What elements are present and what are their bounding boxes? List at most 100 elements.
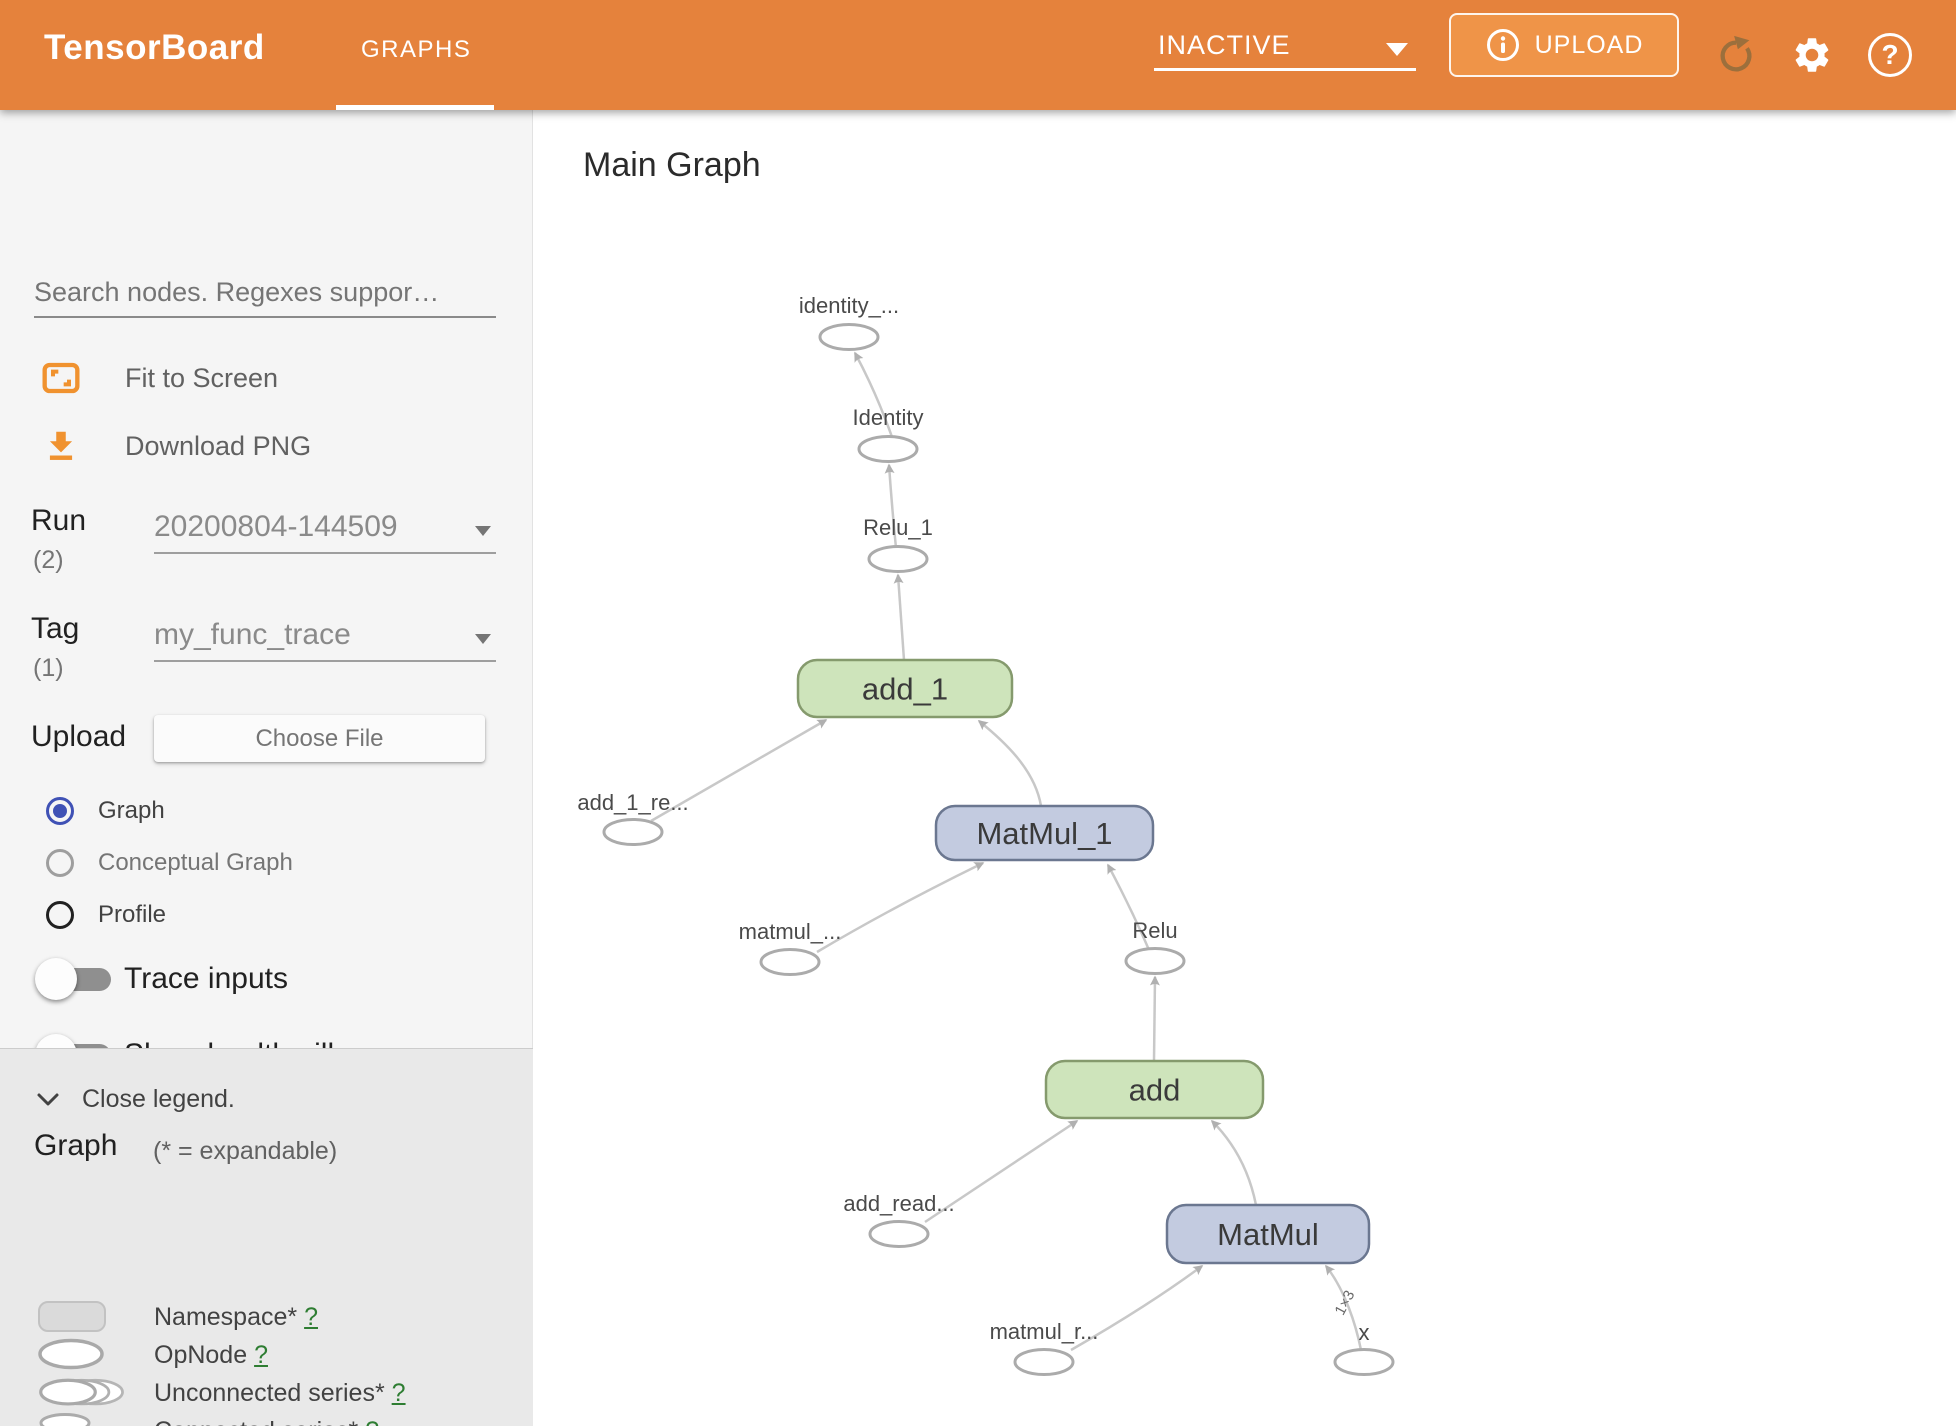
svg-text:add_read...: add_read... [843,1191,954,1216]
graph-edge [1210,1119,1258,1206]
legend-item-opnode: OpNode ? [0,1335,533,1375]
graph-node-add_1[interactable]: add_1 [796,658,1014,719]
chevron-down-icon [37,1093,59,1105]
connected-series-icon [38,1411,138,1426]
run-status-dropdown[interactable]: INACTIVE [1154,0,1416,110]
graph-opnode-x[interactable]: x [1333,1320,1395,1376]
upload-label: Upload [31,720,127,753]
run-dropdown-value: 20200804-144509 [154,510,398,543]
graph-edge [893,573,906,661]
app-logo: TensorBoard [44,28,265,67]
trace-inputs-toggle[interactable]: Trace inputs [0,954,533,1004]
settings-button[interactable] [1788,0,1836,110]
legend-expandable-note: (* = expandable) [153,1137,338,1165]
run-status-value: INACTIVE [1158,30,1291,60]
run-count: (2) [33,546,64,574]
graph-opnode-matmul_...[interactable]: matmul_... [739,919,842,976]
legend-item-namespace: Namespace* ? [0,1297,533,1337]
chevron-down-icon [1386,43,1408,56]
tag-dropdown[interactable]: my_func_trace [154,616,496,662]
namespace-icon [38,1297,138,1337]
radio-graph-label: Graph [98,797,165,824]
svg-text:matmul_...: matmul_... [739,919,842,944]
fit-to-screen-label: Fit to Screen [125,362,279,393]
main-graph-title: Main Graph [583,146,761,184]
tag-label: Tag [31,612,80,645]
tab-graphs[interactable]: GRAPHS [361,36,472,63]
chevron-down-icon [475,634,491,644]
graph-opnode-add_read...[interactable]: add_read... [843,1191,955,1248]
graph-edge [977,720,1043,807]
graph-edge [884,463,898,549]
refresh-icon [1720,35,1752,72]
graph-node-add[interactable]: add [1044,1059,1265,1120]
close-legend-button[interactable]: Close legend. [36,1085,235,1114]
radio-unselected-icon [46,901,74,929]
graph-node-MatMul[interactable]: MatMul [1165,1203,1371,1265]
download-png-button[interactable]: Download PNG [0,423,533,469]
legend-item-connected-series: Connected series* ? [0,1411,533,1426]
radio-profile-label: Profile [98,901,167,928]
svg-text:Relu: Relu [1132,918,1177,943]
radio-graph[interactable]: Graph [0,785,533,837]
radio-profile[interactable]: Profile [0,889,533,941]
svg-text:identity_...: identity_... [799,293,899,318]
upload-button-label: UPLOAD [1534,30,1644,59]
svg-text:Identity: Identity [853,405,924,430]
info-icon [1486,29,1519,61]
legend-item-unconnected-series: Unconnected series* ? [0,1373,533,1413]
graph-opnode-add_1_re...[interactable]: add_1_re... [577,790,689,846]
svg-text:Relu_1: Relu_1 [863,515,933,540]
main-graph-svg: 1×3 add_1MatMul_1addMatMulidentity_...Id… [577,293,1395,1376]
graph-edge [650,718,828,823]
graph-edge [1070,1264,1204,1352]
namespace-help-link[interactable]: ? [304,1303,318,1331]
graph-edge [1106,863,1151,951]
tab-active-underline [336,105,494,110]
app-header: TensorBoard GRAPHS INACTIVE UPLOAD [0,0,1956,110]
svg-text:x: x [1359,1320,1370,1345]
gear-icon [1795,38,1829,72]
opnode-help-link[interactable]: ? [254,1341,268,1369]
fit-to-screen-icon [41,358,81,398]
radio-conceptual-graph[interactable]: Conceptual Graph [0,837,533,889]
chevron-down-icon [475,526,491,536]
connected-series-help-link[interactable]: ? [365,1417,379,1426]
svg-text:matmul_r...: matmul_r... [990,1319,1099,1344]
radio-unselected-icon [46,849,74,877]
unconnected-series-help-link[interactable]: ? [391,1379,406,1407]
graph-node-MatMul_1[interactable]: MatMul_1 [934,804,1155,862]
graph-edge [853,351,894,438]
download-png-label: Download PNG [125,430,312,461]
choose-file-button[interactable]: Choose File [154,715,485,762]
legend-panel: Close legend. Graph (* = expandable) Nam… [0,1048,533,1426]
graph-opnode-Identity[interactable]: Identity [853,405,924,463]
upload-button[interactable]: UPLOAD [1449,13,1679,77]
graph-opnode-Relu[interactable]: Relu [1124,918,1186,975]
graph-edge [924,1119,1079,1224]
refresh-button[interactable] [1712,0,1760,110]
help-icon: ? [1868,33,1912,77]
run-label: Run [31,504,87,537]
fit-to-screen-button[interactable]: Fit to Screen [0,355,533,401]
run-dropdown[interactable]: 20200804-144509 [154,508,496,554]
radio-selected-icon [46,797,74,825]
help-button[interactable]: ? [1862,0,1918,110]
graph-edge [816,861,985,954]
svg-text:add_1: add_1 [862,672,948,707]
sidebar: Fit to Screen Download PNG Run Run (2) 2… [0,110,533,1426]
graph-opnode-identity_...[interactable]: identity_... [799,293,899,351]
unconnected-series-icon [38,1373,138,1413]
svg-text:add: add [1129,1073,1181,1108]
tag-count: (1) [33,654,64,682]
graph-opnode-matmul_r...[interactable]: matmul_r... [990,1319,1099,1376]
toggle-off-icon [35,958,115,1000]
graph-edge [1325,1264,1363,1351]
legend-heading: Graph [34,1129,118,1162]
svg-text:MatMul: MatMul [1217,1217,1319,1252]
graph-opnode-Relu_1[interactable]: Relu_1 [863,515,933,573]
svg-text:MatMul_1: MatMul_1 [976,816,1112,851]
search-input[interactable] [34,268,496,318]
